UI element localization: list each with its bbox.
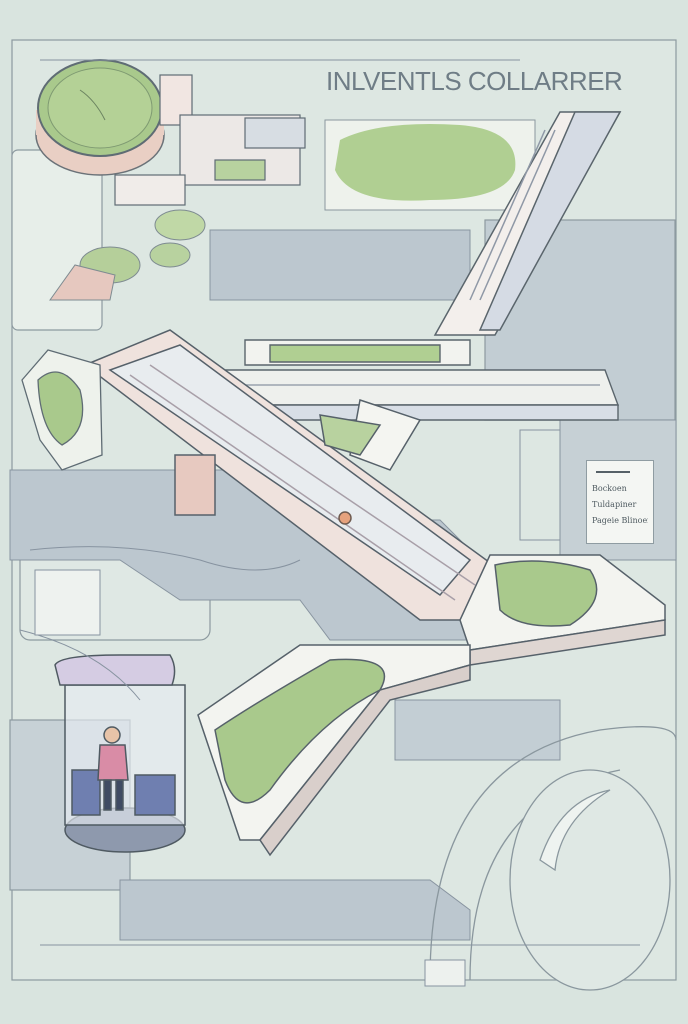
legend-line-mark [596,471,630,473]
left-green-panel [21,349,103,471]
horizontal-deck [188,339,620,421]
elevator-kiosk [54,654,186,853]
outline-paths [19,59,640,987]
legend-line: Bockoen [592,484,627,493]
legend-box: Bockoen Tuldapiner Pageie Blinoer [586,460,654,544]
legend-line: Pageie Blinoer [592,516,648,525]
main-diagonal-structure [83,329,501,621]
diagonal-bridge [433,111,622,336]
small-gardens [49,209,206,301]
top-green-field [324,119,536,211]
curved-plaza [429,726,677,991]
plan-title: INLVENTLS COLLARRER [326,66,623,96]
lower-right-deck [459,554,666,666]
round-garden-tower [35,59,165,176]
legend-line: Tuldapiner [592,500,637,509]
lower-v-deck [197,644,471,857]
machinery-cluster [114,74,306,206]
